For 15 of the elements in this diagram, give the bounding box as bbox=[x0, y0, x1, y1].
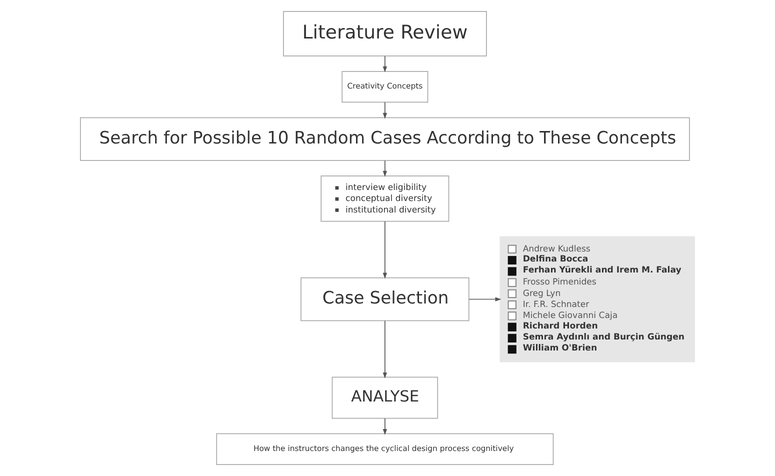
node-box: Literature Review bbox=[283, 11, 487, 56]
node-box: Creativity Concepts bbox=[342, 70, 428, 103]
arrow bbox=[382, 160, 388, 177]
arrow bbox=[468, 297, 502, 302]
arrow bbox=[382, 102, 388, 119]
node-box: Case Selection bbox=[300, 277, 470, 322]
arrow bbox=[382, 418, 388, 435]
arrow bbox=[382, 320, 388, 378]
node-box: Search for Possible 10 Random Cases According to These Concepts bbox=[80, 117, 690, 161]
arrow bbox=[382, 56, 388, 72]
node-box: Andrew Kudless Delfina Bocca Ferhan Yürekli and Irem M. Falay Frosso Pimenides Greg Lyn Ir. F.R. Schnater Michele Giovanni Caja Richard Horden Semra Aydınlı and Burçin Güngen William O'Brien bbox=[500, 236, 695, 362]
node-box: ANALYSE bbox=[332, 376, 438, 419]
arrow bbox=[382, 220, 388, 279]
node-box: interview eligibility conceptual diversity institutional diversity bbox=[320, 175, 450, 222]
node-box: How the instructors changes the cyclical design process cognitively bbox=[216, 433, 554, 465]
